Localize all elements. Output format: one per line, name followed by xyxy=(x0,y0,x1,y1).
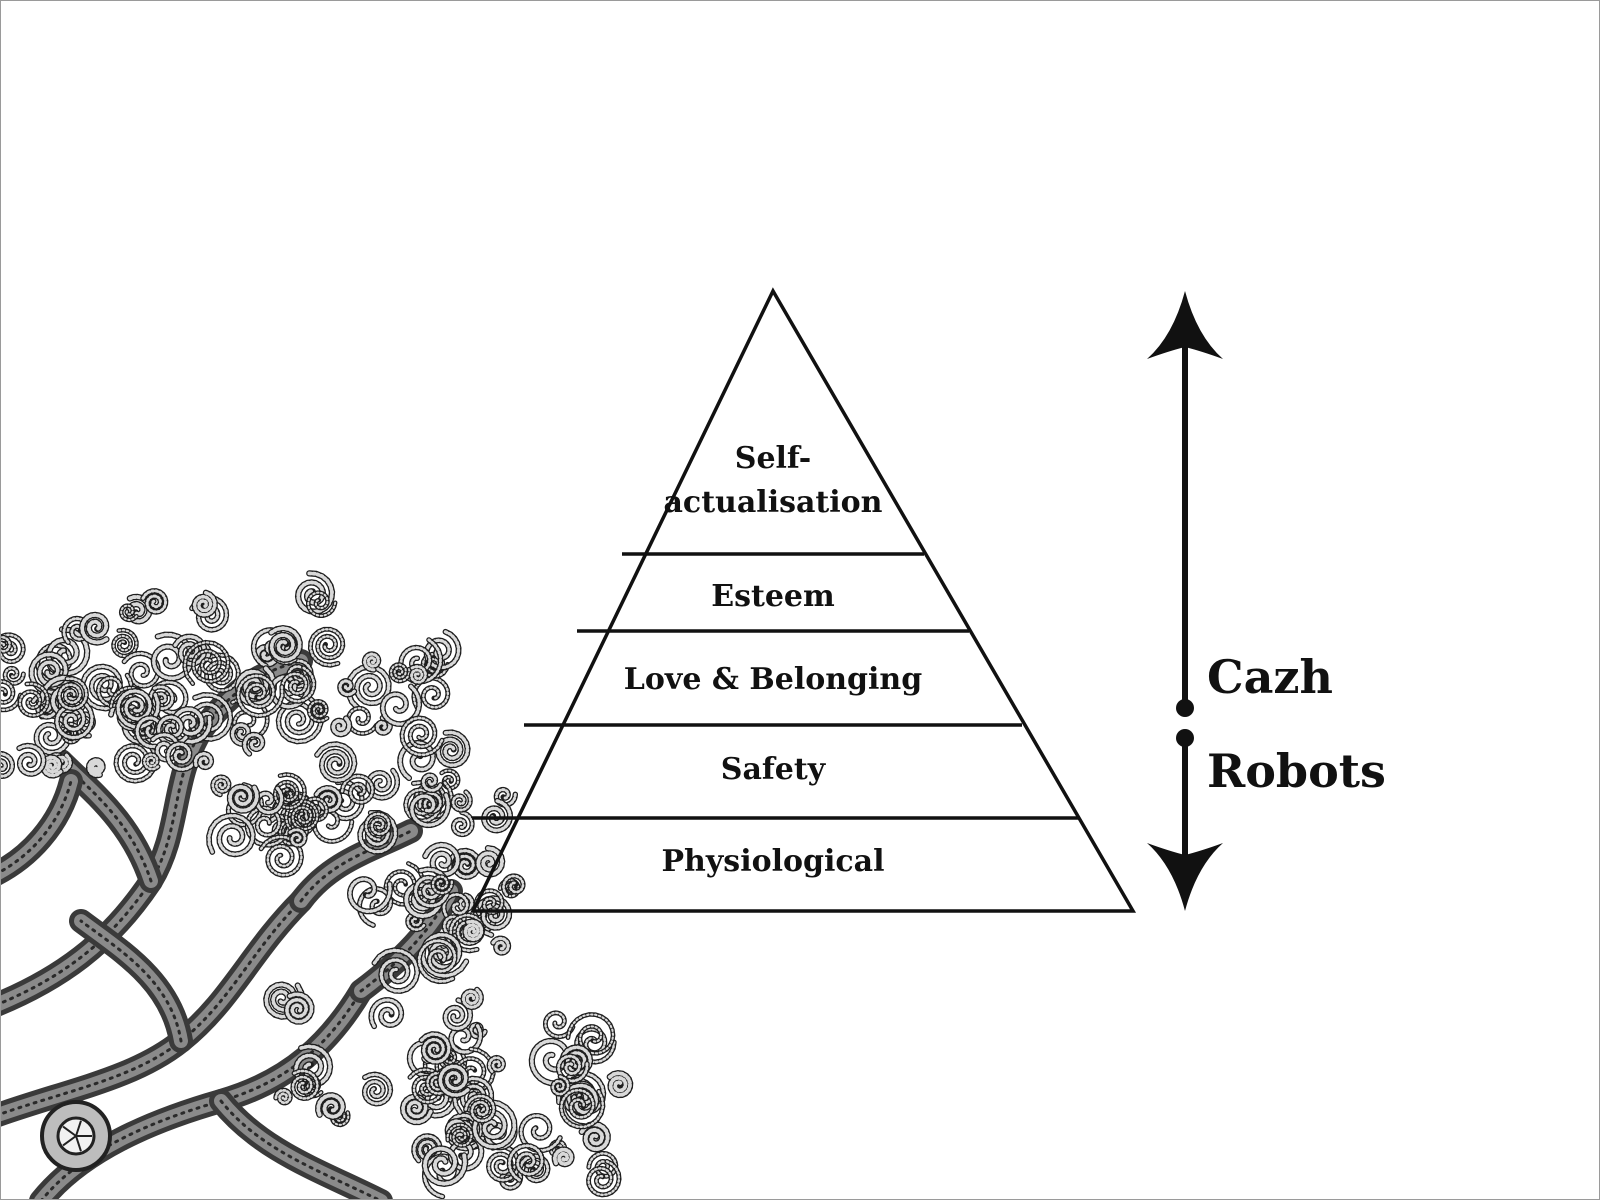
tier-label-love-belonging: Love & Belonging xyxy=(624,662,922,697)
tier-label-esteem: Esteem xyxy=(711,579,835,614)
tier-label-physiological: Physiological xyxy=(662,844,885,879)
down-arrow xyxy=(1147,729,1223,911)
pyramid-outline xyxy=(470,287,1137,913)
arrow-label-upper: Cazh xyxy=(1207,650,1333,704)
arrow-label-lower: Robots xyxy=(1207,744,1386,798)
arrow-down-icon xyxy=(1147,843,1223,911)
tier-label-self-actualisation-line2: actualisation xyxy=(663,485,882,520)
up-arrow xyxy=(1147,291,1223,717)
tier-label-self-actualisation-line1: Self- xyxy=(735,441,811,476)
arrow-up-icon xyxy=(1147,291,1223,359)
coral-tree-etching xyxy=(1,570,634,1199)
tier-label-safety: Safety xyxy=(721,752,827,787)
